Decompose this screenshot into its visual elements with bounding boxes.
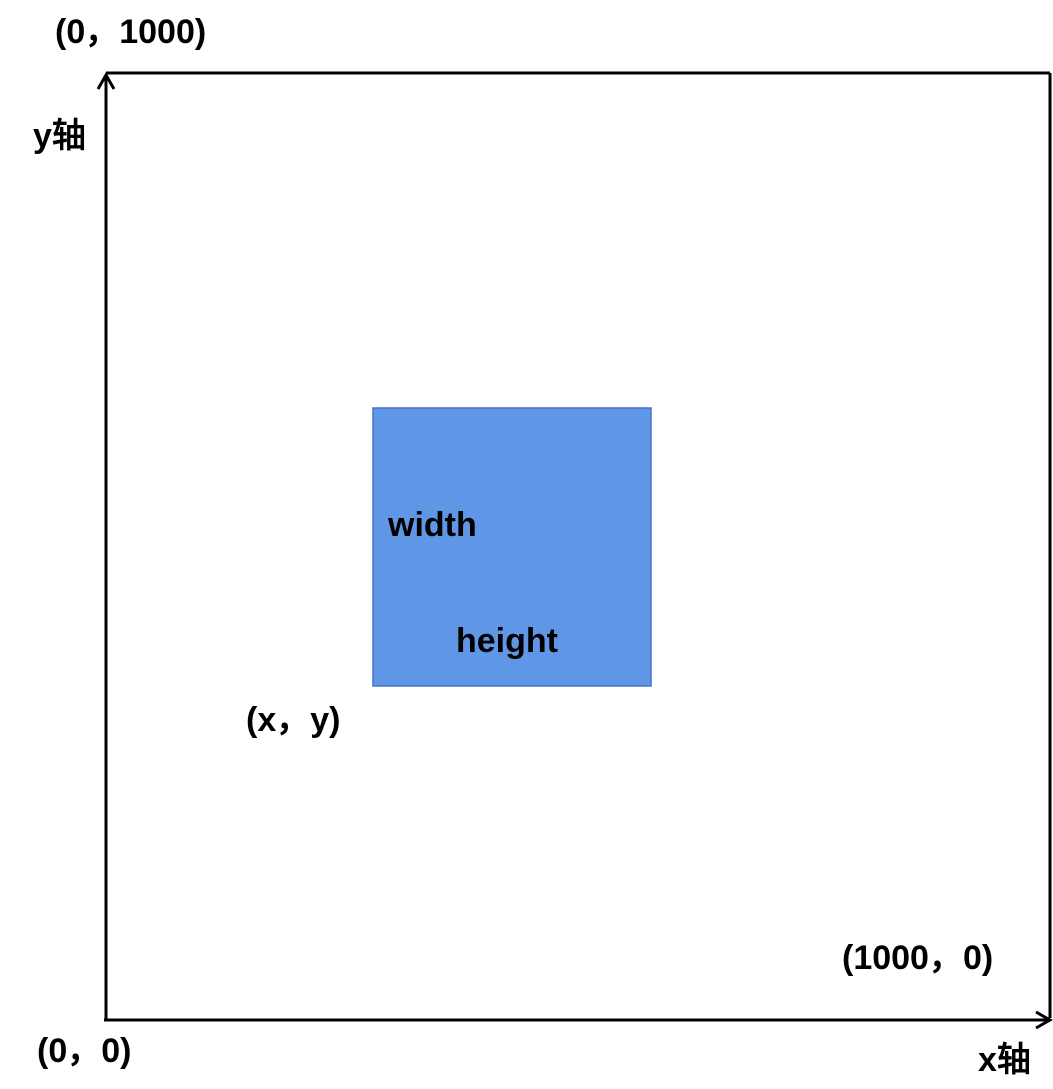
rectangle-origin-label: (x，y) [246,701,341,739]
y-axis-arrowhead [96,71,116,90]
height-label: height [456,622,558,660]
origin-coordinate-label: (0，0) [37,1032,132,1070]
x-axis-arrowhead [1035,1010,1053,1030]
y-axis-label: y轴 [33,117,86,155]
blue-rectangle [372,407,652,687]
width-label: width [388,506,477,544]
x-axis-label: x轴 [978,1041,1031,1079]
bottom-right-coordinate-label: (1000，0) [842,939,994,977]
top-left-coordinate-label: (0，1000) [55,13,207,51]
